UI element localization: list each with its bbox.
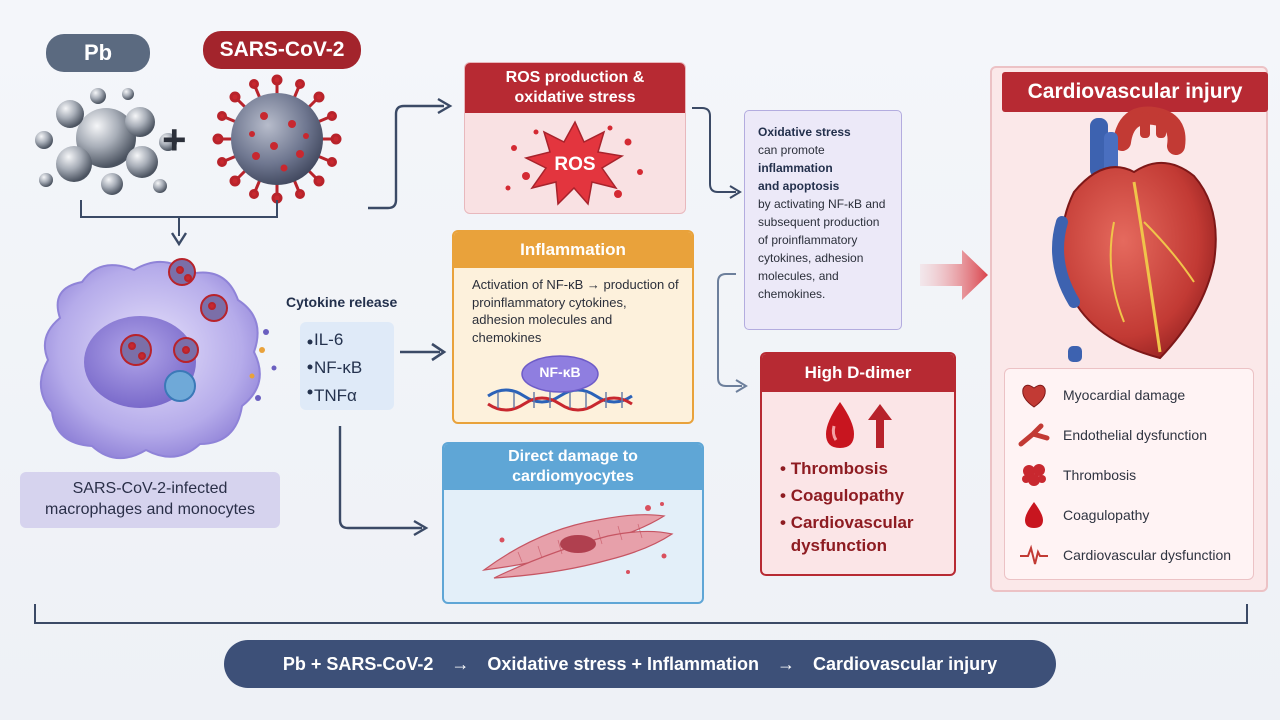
cardio-legend: Myocardial damage Endothelial dysfunctio… [1004, 368, 1254, 580]
blood-drop-icon [1025, 502, 1043, 528]
summary-part: Pb + SARS-CoV-2 [282, 653, 434, 674]
pb-label: Pb [46, 34, 150, 72]
sars-cov-2-virus-icon [212, 74, 342, 204]
arrow-down-icon [170, 232, 188, 247]
arrow-to-cardio-icon [920, 250, 988, 300]
legend-row-cardiovascular-dysfunction: Cardiovascular dysfunction [1019, 535, 1253, 575]
legend-row-endothelial-dysfunction: Endothelial dysfunction [1018, 415, 1253, 455]
summary-arrow: → [451, 653, 470, 674]
inflammation-card: Inflammation Activation of NF-κB → produ… [452, 230, 694, 424]
ros-burst-icon [505, 120, 643, 206]
cytokine-bullets [307, 339, 313, 395]
ros-badge: ROS [554, 154, 596, 175]
summary-part: Cardiovascular injury [813, 653, 998, 674]
arrow-to-damage-icon [338, 426, 429, 537]
inflammation-card-title: Inflammation [454, 232, 692, 268]
oxidative-note-line: inflammation [758, 161, 833, 175]
legend-row-myocardial-damage: Myocardial damage [1019, 375, 1253, 415]
cytokine-release-title: Cytokine release [286, 294, 398, 310]
legend-row-thrombosis: Thrombosis [1019, 455, 1253, 495]
oxidative-note-line: can promote [758, 143, 825, 157]
oxidative-note-line: Oxidative stress [758, 125, 851, 139]
nf-kb-badge: NF-κB [539, 364, 581, 380]
pb-particles-icon [35, 88, 177, 195]
cytokine-box: IL-6 NF-κB TNFα [300, 322, 394, 410]
vessel-icon [1018, 423, 1050, 447]
ddimer-item: • Thrombosis [780, 459, 888, 478]
arrow-to-ros-icon [368, 97, 453, 210]
ddimer-card: High D-dimer • Thrombosis • Coagulopathy… [760, 352, 956, 576]
thrombus-icon [1022, 464, 1046, 486]
legend-row-coagulopathy: Coagulopathy [1019, 495, 1253, 535]
ecg-icon [1020, 544, 1048, 565]
summary-part: Oxidative stress + Inflammation [487, 653, 760, 674]
nf-kb-dna-icon [487, 355, 633, 412]
arrow-to-inflammation-icon [400, 342, 447, 362]
macrophage-caption: SARS-CoV-2-infected macrophages and mono… [20, 472, 280, 528]
damage-card: Direct damage to cardiomyocytes [442, 442, 704, 604]
sars-cov-2-label: SARS-CoV-2 [203, 31, 361, 69]
oxidative-note: Oxidative stress can promote inflammatio… [744, 110, 902, 330]
cytokine-item: NF-κB [314, 358, 363, 377]
oxidative-note-line: and apoptosis [758, 179, 840, 193]
ddimer-item: • Cardiovascular dysfunction [780, 512, 914, 555]
heart-icon [1052, 106, 1217, 362]
cytokine-item: TNFα [314, 386, 357, 405]
ddimer-card-title: High D-dimer [762, 354, 954, 392]
cardio-panel-title: Cardiovascular injury [1002, 72, 1268, 112]
ddimer-item: • Coagulopathy [780, 485, 905, 505]
damage-card-title: Direct damage to cardiomyocytes [444, 444, 702, 490]
macrophage-caption-text: SARS-CoV-2-infected macrophages and mono… [45, 480, 255, 518]
plus-sign: + [162, 116, 187, 163]
macrophage-cell-icon [40, 258, 277, 459]
heart-small-icon [1022, 384, 1046, 408]
cardiomyocyte-icon [481, 502, 674, 579]
inflammation-body: Activation of NF-κB → production of proi… [472, 277, 679, 345]
summary-arrow: → [777, 653, 796, 674]
arrow-to-note-icon [692, 107, 742, 199]
oxidative-note-line: by activating NF-κB and subsequent produ… [758, 197, 886, 301]
summary-bar: Pb + SARS-CoV-2 → Oxidative stress + Inf… [224, 640, 1056, 688]
blood-drop-up-arrow-icon [826, 402, 892, 448]
arrow-to-ddimer-icon [717, 273, 748, 393]
ros-card-title: ROS production & oxidative stress [465, 63, 685, 113]
cytokine-item: IL-6 [314, 330, 344, 349]
